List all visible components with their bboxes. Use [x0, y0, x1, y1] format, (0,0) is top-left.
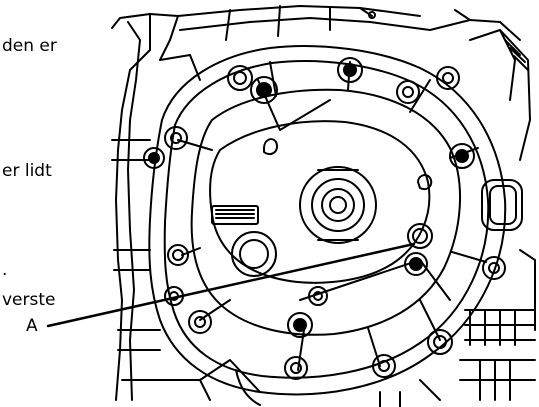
left-frame — [111, 13, 211, 401]
callout-leader-line — [46, 242, 416, 328]
text-fragment-verste: verste — [2, 290, 56, 310]
top-structure — [177, 5, 521, 41]
right-mechanism — [459, 29, 536, 401]
center-hub — [209, 120, 433, 284]
cover-ribs — [177, 61, 487, 371]
cover-bolts — [143, 57, 506, 380]
text-fragment-den-er: den er — [2, 36, 57, 56]
callout-label-a: A — [26, 316, 38, 336]
text-fragment-period: . — [2, 260, 8, 280]
bottom-structure — [199, 359, 441, 407]
cover-outline — [148, 45, 507, 396]
text-fragment-er-lidt: er lidt — [2, 161, 52, 181]
